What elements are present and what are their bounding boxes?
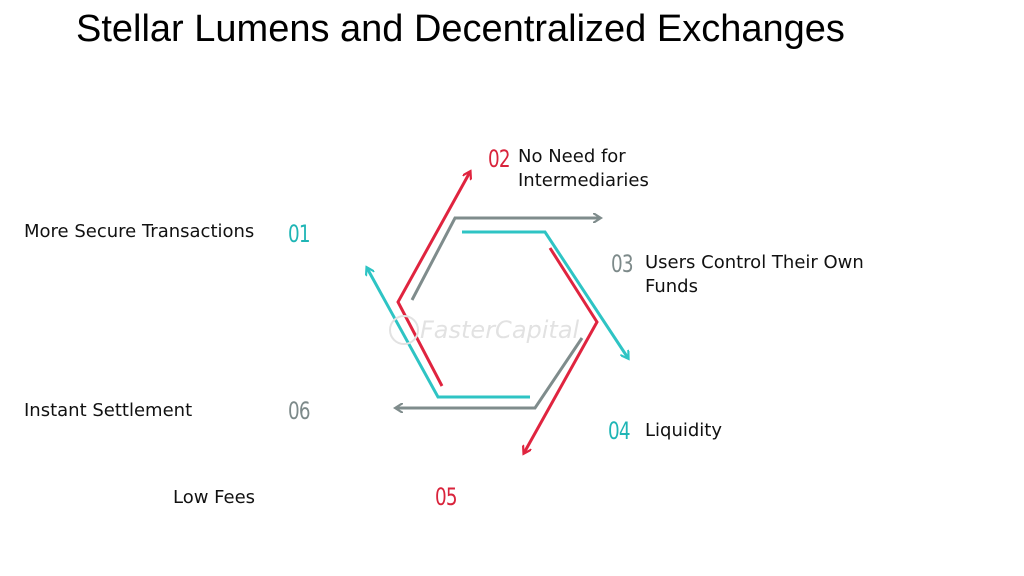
arrow-gray-bottom	[396, 337, 584, 408]
item-03-number: 03	[611, 250, 634, 278]
arrow-teal-left	[367, 268, 530, 399]
item-06-label: Instant Settlement	[24, 400, 193, 421]
item-03-label-line1: Users Control Their Own	[645, 252, 864, 273]
watermark-text: FasterCapital	[420, 316, 580, 344]
item-03-label-line2: Funds	[645, 276, 698, 297]
item-04-label: Liquidity	[645, 420, 723, 441]
arrow-teal-right	[462, 230, 628, 358]
watermark-logo-icon	[389, 315, 419, 345]
item-06-number: 06	[288, 397, 311, 425]
item-02-label-line1: No Need for	[518, 146, 626, 167]
page-title: Stellar Lumens and Decentralized Exchang…	[76, 8, 845, 50]
item-05-label: Low Fees	[173, 487, 256, 508]
item-04-number: 04	[608, 417, 631, 445]
item-02-label-line2: Intermediaries	[518, 170, 649, 191]
arrow-red-upper	[396, 172, 470, 387]
item-02-number: 02	[488, 145, 511, 173]
arrow-red-lower	[524, 247, 599, 453]
item-01-number: 01	[288, 220, 311, 248]
item-05-number: 05	[435, 483, 458, 511]
arrow-gray-top	[410, 218, 600, 301]
item-01-label: More Secure Transactions	[24, 221, 255, 242]
